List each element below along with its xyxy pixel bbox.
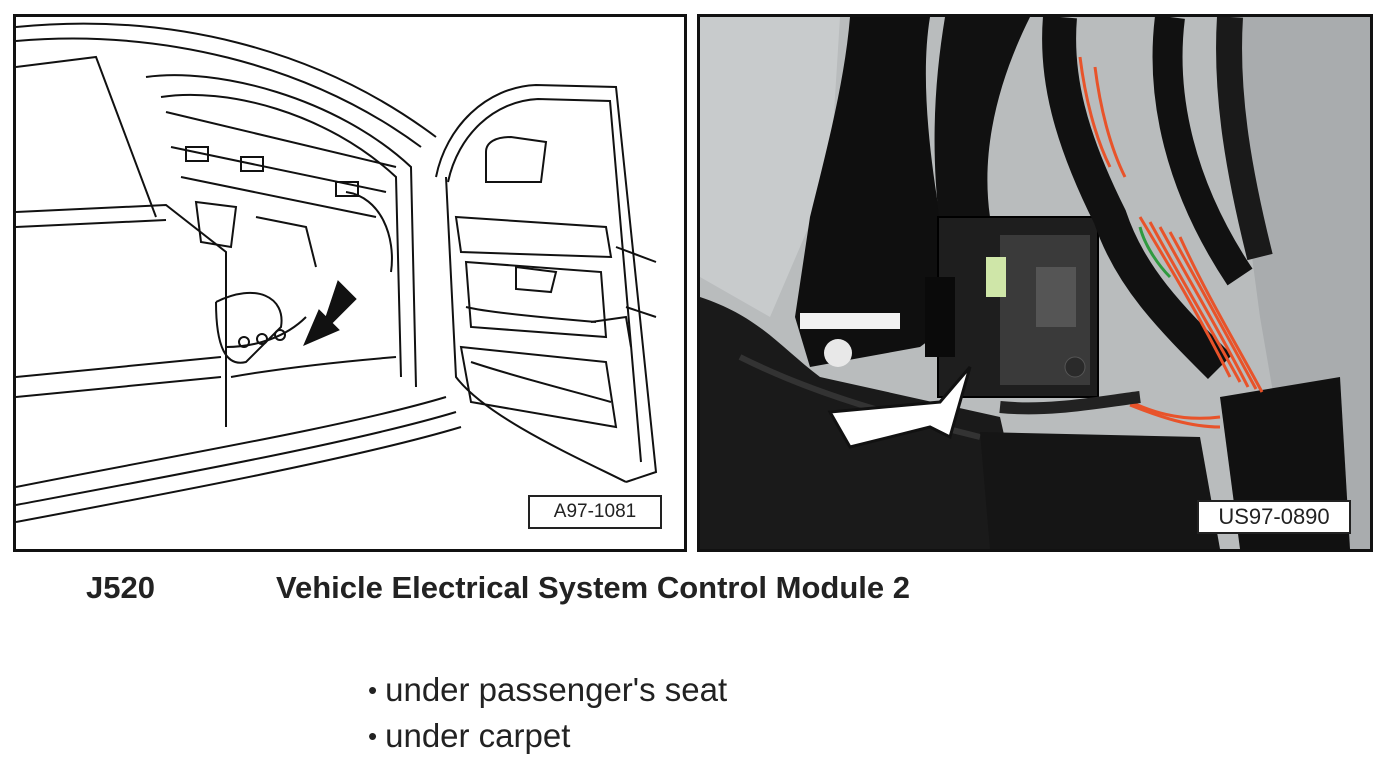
component-name: Vehicle Electrical System Control Module… xyxy=(276,570,910,605)
photo-figure: US97-0890 xyxy=(697,14,1373,552)
bullet-icon: • xyxy=(368,721,378,751)
component-code: J520 xyxy=(86,570,155,605)
figure-reference-label: US97-0890 xyxy=(1197,500,1351,534)
location-list: •under passenger's seat •under carpet xyxy=(368,668,727,760)
location-arrow-icon xyxy=(303,280,357,346)
car-door-illustration xyxy=(16,22,658,523)
list-item: •under carpet xyxy=(368,717,571,754)
figure-reference-label: A97-1081 xyxy=(528,495,662,529)
location-arrow-icon xyxy=(827,366,972,449)
list-item: •under passenger's seat xyxy=(368,671,728,708)
control-module-photo xyxy=(700,17,1370,549)
bullet-icon: • xyxy=(368,675,378,705)
line-drawing-figure: A97-1081 xyxy=(13,14,687,552)
